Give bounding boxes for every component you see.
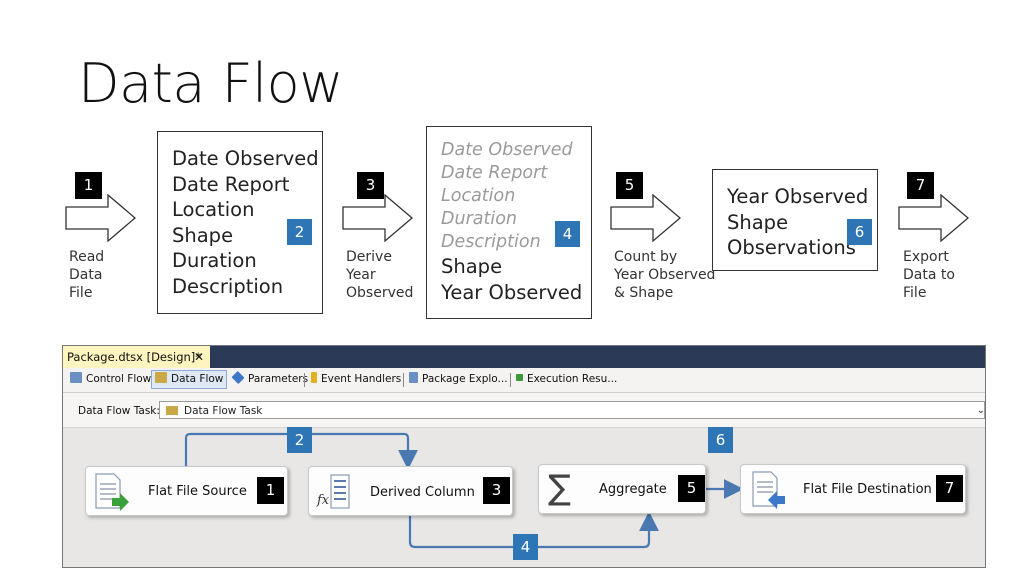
tab-control-flow[interactable]: Control Flow	[67, 371, 154, 388]
path-badge-2: 2	[287, 427, 312, 453]
step-label-count: Count by Year Observed & Shape	[614, 249, 716, 301]
column-name: Year Observed	[727, 185, 869, 208]
step-label-derive-year: Derive Year Observed	[346, 249, 414, 301]
step-number-1: 1	[75, 172, 102, 199]
tab-execution-results[interactable]: Execution Resu...	[513, 371, 620, 388]
tab-label: Data Flow	[171, 373, 224, 385]
data-flow-canvas[interactable]: 2 4 6 Flat File Source 1 fx Derived Colu…	[63, 427, 985, 567]
column-name: Observations	[727, 236, 856, 259]
component-number-3: 3	[483, 477, 510, 504]
tab-label: Parameters	[248, 373, 309, 385]
component-number-7: 7	[936, 475, 963, 502]
event-handlers-icon	[311, 372, 317, 383]
derived-column-icon: fx	[316, 474, 350, 509]
ssis-designer-screenshot: Package.dtsx [Design]* ✕ Control Flow Da…	[62, 345, 986, 568]
document-tab-strip: Package.dtsx [Design]* ✕	[63, 346, 985, 368]
tab-event-handlers[interactable]: Event Handlers	[308, 371, 404, 388]
component-flat-file-source[interactable]: Flat File Source 1	[85, 466, 288, 516]
columns-box-source: Date Observed Date Report Location Shape…	[157, 131, 323, 314]
component-label: Flat File Destination	[803, 482, 932, 497]
tab-package-explorer[interactable]: Package Explo...	[406, 371, 511, 388]
path-badge-6: 6	[708, 427, 733, 453]
designer-tab-bar: Control Flow Data Flow Parameters Event …	[63, 368, 985, 393]
tab-label: Control Flow	[86, 373, 152, 385]
document-tab-title: Package.dtsx [Design]*	[67, 350, 202, 364]
column-name-muted: Date Observed	[441, 140, 573, 160]
step-number-5: 5	[616, 172, 643, 199]
flat-file-source-icon	[95, 473, 129, 511]
step-arrow-1	[65, 194, 137, 242]
tab-data-flow[interactable]: Data Flow	[151, 370, 228, 389]
component-number-5: 5	[678, 475, 705, 502]
slide-title: Data Flow	[78, 52, 343, 115]
step-label-read-data: Read Data File	[69, 249, 105, 301]
column-name-muted: Description	[441, 232, 541, 252]
step-arrow-3	[342, 194, 414, 242]
tab-separator	[304, 373, 305, 387]
step-badge-6: 6	[847, 219, 872, 245]
tab-parameters[interactable]: Parameters	[229, 370, 311, 388]
data-flow-task-select[interactable]: Data Flow Task ⌄	[159, 401, 985, 419]
step-badge-2: 2	[287, 219, 312, 245]
aggregate-sigma-icon: ∑	[548, 468, 571, 508]
component-derived-column[interactable]: fx Derived Column 3	[308, 466, 513, 516]
step-badge-4: 4	[555, 221, 580, 247]
tab-label: Execution Resu...	[527, 373, 618, 385]
columns-box-derived: Date Observed Date Report Location Durat…	[426, 126, 592, 319]
data-flow-icon	[155, 372, 167, 383]
tab-separator	[510, 373, 511, 387]
chevron-down-icon[interactable]: ⌄	[976, 405, 985, 416]
tab-label: Package Explo...	[422, 373, 508, 385]
control-flow-icon	[70, 372, 82, 383]
package-explorer-icon	[409, 372, 418, 383]
column-name: Description	[172, 274, 284, 298]
step-number-7: 7	[907, 172, 934, 199]
step-arrow-5	[610, 194, 682, 242]
path-badge-4: 4	[513, 534, 538, 560]
step-label-export: Export Data to File	[903, 249, 955, 301]
component-flat-file-destination[interactable]: Flat File Destination 7	[740, 464, 966, 514]
document-tab-package[interactable]: Package.dtsx [Design]* ✕	[63, 346, 210, 368]
svg-text:fx: fx	[316, 493, 330, 508]
step-number-3: 3	[357, 172, 384, 199]
column-name: Date Observed	[172, 147, 319, 170]
column-name: Duration	[172, 249, 257, 272]
tab-separator	[403, 373, 404, 387]
flat-file-destination-icon	[752, 471, 785, 509]
column-name: Shape	[172, 223, 234, 247]
column-name: Shape	[727, 210, 789, 234]
step-arrow-7	[898, 194, 970, 242]
column-name: Shape	[441, 255, 503, 278]
execution-results-icon	[516, 374, 523, 381]
component-label: Derived Column	[370, 485, 475, 500]
component-label: Flat File Source	[148, 484, 247, 499]
data-flow-task-bar: Data Flow Task: Data Flow Task ⌄	[63, 393, 985, 428]
component-aggregate[interactable]: ∑ Aggregate 5	[538, 464, 706, 514]
parameters-icon	[231, 370, 245, 385]
column-name: Location	[172, 198, 255, 221]
column-name: Date Report	[172, 172, 290, 196]
column-name-muted: Duration	[441, 209, 518, 229]
tab-label: Event Handlers	[321, 373, 402, 385]
close-icon[interactable]: ✕	[193, 350, 204, 364]
component-number-1: 1	[257, 477, 284, 504]
column-name: Year Observed	[441, 280, 583, 304]
data-flow-task-label: Data Flow Task:	[78, 405, 160, 417]
column-name-muted: Location	[441, 186, 516, 206]
component-label: Aggregate	[599, 482, 667, 497]
column-name-muted: Date Report	[441, 163, 548, 183]
data-flow-icon	[166, 406, 178, 415]
data-flow-task-value: Data Flow Task	[184, 405, 263, 417]
